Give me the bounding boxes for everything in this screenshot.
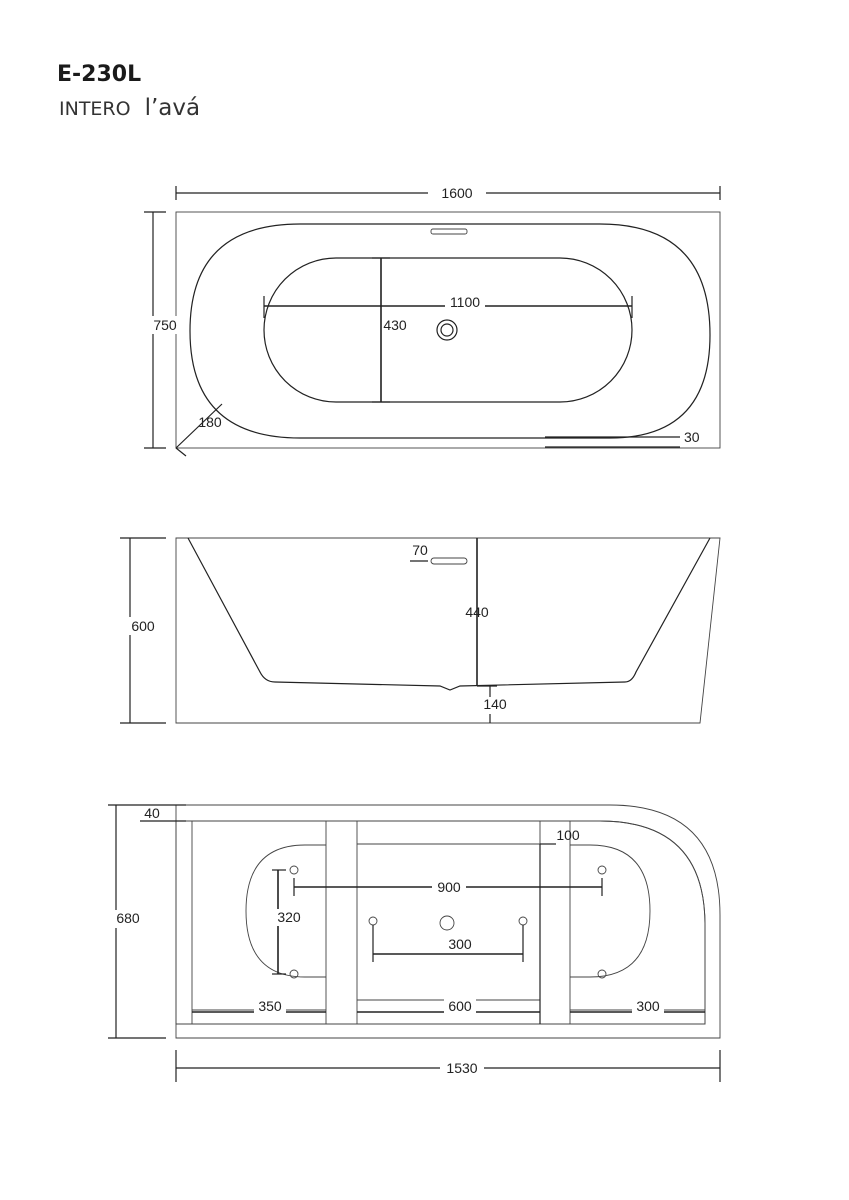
left-foot-arc	[245, 844, 326, 978]
base-label: 140	[483, 696, 507, 712]
top-view: 1600 750 1100 430 180	[144, 184, 721, 457]
left-panel-label-bg	[254, 999, 286, 1015]
top-overflow-slot	[430, 228, 468, 235]
inner-width-label: 430	[383, 317, 407, 333]
series-subtitle: INTERO l’avá	[59, 95, 200, 121]
top-outer-frame	[175, 211, 721, 449]
bottom-drain-hole	[439, 915, 455, 931]
right-foot-arc	[570, 844, 651, 978]
center-spacing-label: 300	[448, 936, 472, 952]
left-foot-panel	[191, 820, 327, 1025]
foot-span-label: 900	[437, 879, 461, 895]
inner-length-label-bg	[445, 295, 485, 312]
overflow-label: 70	[412, 542, 428, 558]
corner-dimension-line	[175, 403, 223, 449]
center-foot-hole-right	[518, 916, 528, 926]
side-height-label: 600	[131, 618, 155, 634]
corner-tick	[175, 447, 187, 457]
edge-label: 30	[684, 429, 700, 445]
side-outer-frame	[175, 537, 721, 724]
foot-span-label-bg	[432, 879, 466, 895]
right-foot-panel	[569, 820, 706, 1025]
right-panel-label-bg	[632, 999, 664, 1015]
left-spacing-label: 320	[277, 909, 301, 925]
bottom-width-label: 680	[116, 910, 140, 926]
top-width-label-bg	[150, 316, 178, 334]
bottom-inner-rim	[175, 820, 706, 1025]
top-tub-rim-outline	[189, 223, 711, 439]
center-panel-label: 600	[448, 998, 472, 1014]
center-spacing-label-bg	[444, 936, 476, 952]
right-panel-label: 300	[636, 998, 660, 1014]
left-foot-hole-top	[289, 865, 299, 875]
side-tub-profile	[187, 537, 711, 691]
bottom-width-label-bg	[113, 910, 143, 928]
right-foot-hole-top	[597, 865, 607, 875]
left-panel-label: 350	[258, 998, 282, 1014]
side-height-label-bg	[128, 617, 158, 635]
top-width-label: 750	[153, 317, 177, 333]
bottom-view: 680 40 100 900 320 300 350 600	[108, 804, 721, 1082]
brand-logo: l’avá	[144, 95, 201, 121]
top-inner-basin	[263, 257, 633, 403]
bottom-length-label-bg	[440, 1059, 484, 1077]
top-length-label: 1600	[441, 185, 472, 201]
model-title: E-230L	[57, 62, 142, 87]
side-overflow-slot	[430, 557, 468, 565]
bottom-outer-outline	[175, 804, 721, 1039]
bottom-length-label: 1530	[446, 1060, 477, 1076]
top-drain-outer	[436, 319, 458, 341]
center-foot-hole-left	[368, 916, 378, 926]
center-foot-panel	[356, 820, 541, 1025]
rim-label: 40	[144, 805, 160, 821]
corner-label: 180	[198, 414, 222, 430]
left-foot-hole-bottom	[289, 969, 299, 979]
center-panel-label-bg	[444, 999, 476, 1015]
series-name: INTERO	[59, 98, 131, 120]
left-spacing-label-bg	[274, 909, 304, 926]
top-length-label-bg	[428, 184, 486, 202]
top-drain-inner	[440, 323, 454, 337]
gap-label: 100	[556, 827, 580, 843]
inner-length-label: 1100	[450, 294, 480, 310]
side-view: 600 70 440 140	[120, 537, 721, 724]
base-label-bg	[480, 697, 510, 714]
depth-label: 440	[465, 604, 489, 620]
right-foot-hole-bottom	[597, 969, 607, 979]
